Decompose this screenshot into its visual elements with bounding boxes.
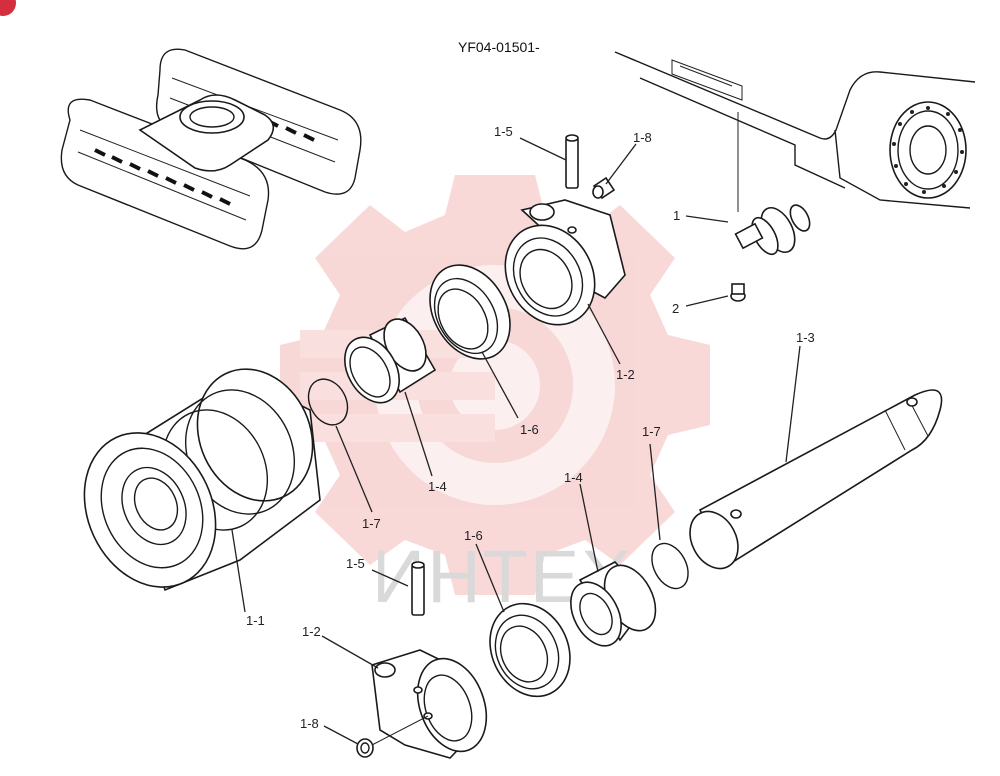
roller-part-1-1 <box>83 368 321 592</box>
label-1-6-top: 1-6 <box>520 422 539 437</box>
plug-part-1-8-bottom <box>356 715 429 758</box>
collar-part-1-2-top <box>504 199 626 326</box>
shaft-part-1-3 <box>689 389 943 570</box>
pin-part-1-5-bottom <box>411 561 425 616</box>
undercarriage-overview-illustration <box>60 48 362 250</box>
bushing-part-1-4-right <box>570 561 657 647</box>
label-1-2-top: 1-2 <box>616 367 635 382</box>
label-1-4-right: 1-4 <box>564 470 583 485</box>
watermark-gear-logo <box>280 175 710 595</box>
leader-lines <box>231 137 801 745</box>
label-1-8-top: 1-8 <box>633 130 652 145</box>
o-ring-part-1-7-right <box>651 542 689 590</box>
label-1-6-bottom: 1-6 <box>464 528 483 543</box>
corner-badge <box>0 0 16 16</box>
collar-part-1-2-bottom <box>371 649 488 759</box>
floating-seal-part-1-6-top <box>429 264 511 360</box>
bolt-part-2 <box>730 283 746 302</box>
label-1-8-bottom: 1-8 <box>300 716 319 731</box>
part-labels: 1 2 1-5 1-8 1-2 1-6 1-4 1-7 1-1 1-3 1-7 … <box>246 124 815 731</box>
floating-seal-part-1-6-bottom <box>489 602 571 698</box>
o-ring-part-1-7-left <box>307 378 349 426</box>
label-1-4-left: 1-4 <box>428 479 447 494</box>
label-2: 2 <box>672 301 679 316</box>
bushing-part-1-4-top <box>344 316 437 404</box>
label-1-2-bottom: 1-2 <box>302 624 321 639</box>
plug-part-1-8-top <box>592 176 616 200</box>
pin-part-1-5-top <box>565 134 579 189</box>
label-1-5-top: 1-5 <box>494 124 513 139</box>
label-1-5-bottom: 1-5 <box>346 556 365 571</box>
drawing-number: YF04-01501- <box>458 39 540 55</box>
label-1: 1 <box>673 208 680 223</box>
label-1-1: 1-1 <box>246 613 265 628</box>
roller-assembly-part-1 <box>734 204 811 256</box>
track-frame-section-illustration <box>614 51 976 212</box>
label-1-7-right: 1-7 <box>642 424 661 439</box>
label-1-3: 1-3 <box>796 330 815 345</box>
label-1-7-left: 1-7 <box>362 516 381 531</box>
